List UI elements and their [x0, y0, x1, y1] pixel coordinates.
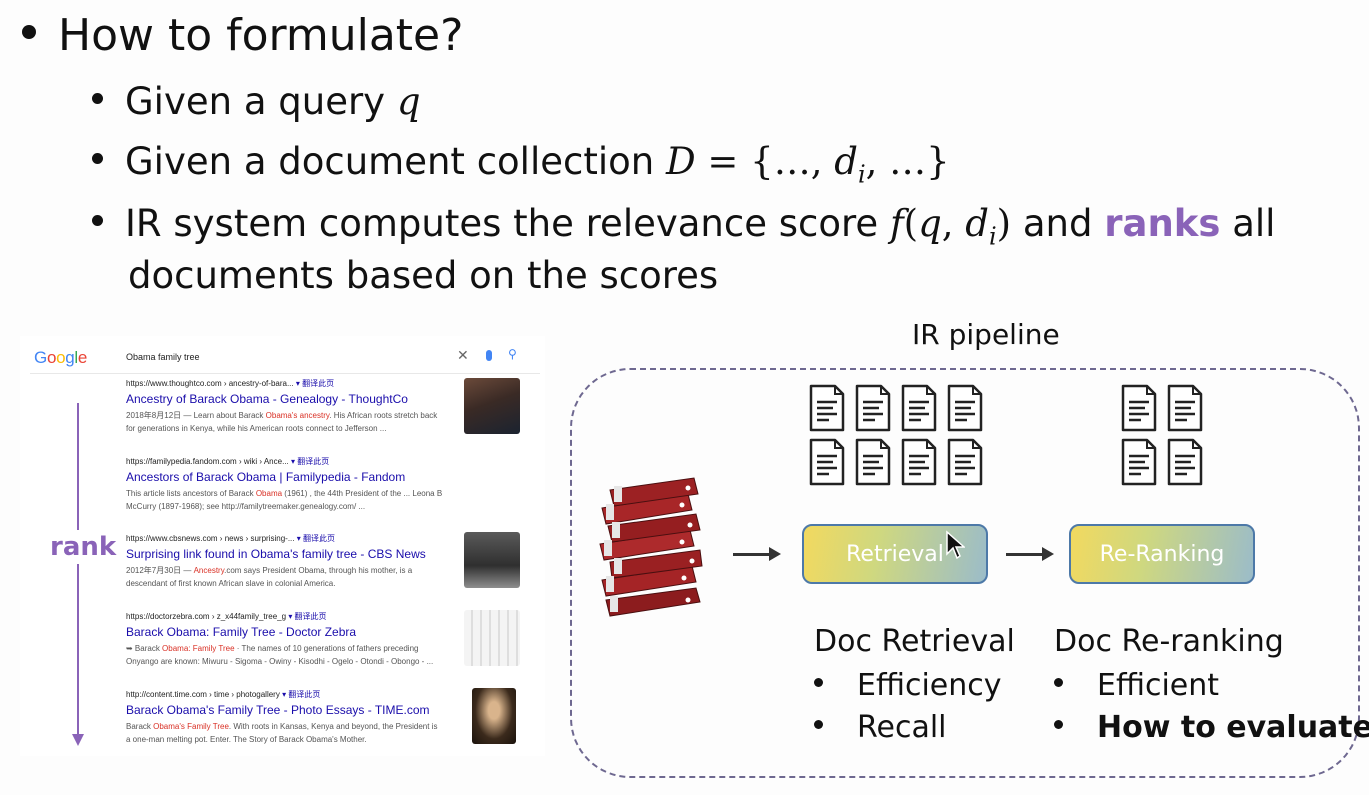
- math-d2: d: [965, 202, 989, 245]
- cursor-icon: [946, 530, 965, 560]
- math-close2: ): [996, 202, 1012, 245]
- result-snippet: 2018年8月12日 — Learn about Barack Obama's …: [126, 411, 438, 433]
- doc-retrieval-heading: Doc Retrieval: [814, 624, 1015, 659]
- search-icon[interactable]: ⚲: [508, 347, 517, 361]
- rank-label: rank: [48, 530, 119, 564]
- document-icon: [855, 384, 891, 432]
- result-title[interactable]: Barack Obama's Family Tree - Photo Essay…: [126, 703, 430, 717]
- bullet-dot: [22, 25, 36, 39]
- result-snippet: ➥ Barack Obama: Family Tree · The names …: [126, 644, 434, 666]
- result-snippet: This article lists ancestors of Barack O…: [126, 489, 443, 511]
- document-icon: [1121, 384, 1157, 432]
- translate-link[interactable]: ▾ 翻译此页: [296, 534, 335, 543]
- translate-link[interactable]: ▾ 翻译此页: [290, 457, 330, 466]
- result-title[interactable]: Ancestors of Barack Obama | Familypedia …: [126, 470, 406, 484]
- result-thumbnail[interactable]: [464, 532, 520, 588]
- result-url: https://www.thoughtco.com › ancestry-of-…: [126, 379, 335, 388]
- result-thumbnail[interactable]: [464, 610, 520, 666]
- search-result[interactable]: https://familypedia.fandom.com › wiki › …: [126, 456, 466, 513]
- rank-arrow-head: [72, 734, 84, 746]
- clear-icon[interactable]: ✕: [457, 348, 469, 364]
- doc-reranking-heading: Doc Re-ranking: [1054, 624, 1284, 659]
- result-thumbnail[interactable]: [472, 688, 516, 744]
- result-snippet: 2012年7月30日 — Ancestry.com says President…: [126, 566, 413, 588]
- math-q: q: [396, 80, 421, 123]
- math-open: (: [903, 202, 919, 245]
- math-eq: = {…,: [695, 140, 835, 183]
- search-input[interactable]: Obama family tree: [126, 352, 200, 362]
- result-url: https://familypedia.fandom.com › wiki › …: [126, 457, 330, 466]
- arrow-to-retrieval: [733, 547, 781, 561]
- result-url: http://content.time.com › time › photoga…: [126, 690, 321, 699]
- search-results-panel: Google Obama family tree ✕ ⚲ https://www…: [20, 336, 545, 756]
- search-result[interactable]: https://doctorzebra.com › z_x44family_tr…: [126, 611, 466, 668]
- math-d: d: [834, 140, 858, 183]
- doc-reranking-item: How to evaluate: [1054, 710, 1369, 745]
- math-f: f: [889, 202, 904, 245]
- translate-link[interactable]: ▾ 翻译此页: [288, 612, 327, 621]
- translate-link[interactable]: ▾ 翻译此页: [295, 379, 335, 388]
- search-result[interactable]: http://content.time.com › time › photoga…: [126, 689, 466, 746]
- result-title[interactable]: Ancestry of Barack Obama - Genealogy - T…: [126, 392, 408, 406]
- result-url: https://doctorzebra.com › z_x44family_tr…: [126, 612, 327, 621]
- bullet-dot: [92, 153, 103, 164]
- result-title[interactable]: Barack Obama: Family Tree - Doctor Zebra: [126, 625, 357, 639]
- bullet-ir-and: and: [1011, 202, 1105, 245]
- bullet-ir-system: IR system computes the relevance score f…: [92, 202, 1275, 250]
- result-thumbnail[interactable]: [464, 378, 520, 434]
- math-comma: ,: [941, 202, 966, 245]
- search-result[interactable]: https://www.cbsnews.com › news › surpris…: [126, 533, 466, 590]
- document-icon: [809, 438, 845, 486]
- google-logo: Google: [34, 348, 88, 367]
- pipeline-box: [570, 368, 1360, 778]
- translate-link[interactable]: ▾ 翻译此页: [282, 690, 321, 699]
- pipeline-title: IR pipeline: [912, 318, 1060, 351]
- bullet-dot: [92, 215, 103, 226]
- bullet-collection-text: Given a document collection: [125, 140, 666, 183]
- doc-retrieval-item: Recall: [814, 710, 947, 745]
- document-icon: [901, 384, 937, 432]
- math-i: i: [857, 160, 866, 189]
- document-icon: [855, 438, 891, 486]
- microphone-icon[interactable]: [486, 350, 492, 361]
- bullet-ir-all: all: [1220, 202, 1276, 245]
- math-close: , …}: [865, 140, 950, 183]
- search-divider: [30, 373, 540, 374]
- document-icon: [809, 384, 845, 432]
- result-title[interactable]: Surprising link found in Obama's family …: [126, 547, 426, 561]
- doc-retrieval-item: Efficiency: [814, 668, 1002, 703]
- document-icon: [1167, 384, 1203, 432]
- math-D: D: [665, 140, 696, 183]
- arrow-to-reranking: [1006, 547, 1054, 561]
- bullet-dot: [92, 93, 103, 104]
- doc-reranking-item: Efficient: [1054, 668, 1219, 703]
- bullet-query-text: Given a query: [125, 80, 397, 123]
- bullet-main-text: How to formulate?: [58, 10, 464, 61]
- document-icon: [1167, 438, 1203, 486]
- bullet-query: Given a query q: [92, 80, 421, 123]
- bullet-collection: Given a document collection D = {…, di, …: [92, 140, 950, 188]
- bullet-ir-line2: documents based on the scores: [128, 254, 719, 297]
- math-i2: i: [988, 222, 997, 251]
- document-icon: [947, 384, 983, 432]
- bullet-main: How to formulate?: [22, 10, 463, 61]
- bullet-ir-text: IR system computes the relevance score: [125, 202, 890, 245]
- document-icon: [947, 438, 983, 486]
- result-url: https://www.cbsnews.com › news › surpris…: [126, 534, 335, 543]
- result-snippet: Barack Obama's Family Tree. With roots i…: [126, 722, 438, 744]
- ranks-highlight: ranks: [1104, 202, 1221, 245]
- search-result[interactable]: https://www.thoughtco.com › ancestry-of-…: [126, 378, 466, 435]
- document-icon: [901, 438, 937, 486]
- document-icon: [1121, 438, 1157, 486]
- math-q2: q: [918, 202, 942, 245]
- rank-arrow: [77, 403, 79, 738]
- reranking-stage: Re-Ranking: [1069, 524, 1255, 584]
- document-stack-icon: [599, 477, 703, 617]
